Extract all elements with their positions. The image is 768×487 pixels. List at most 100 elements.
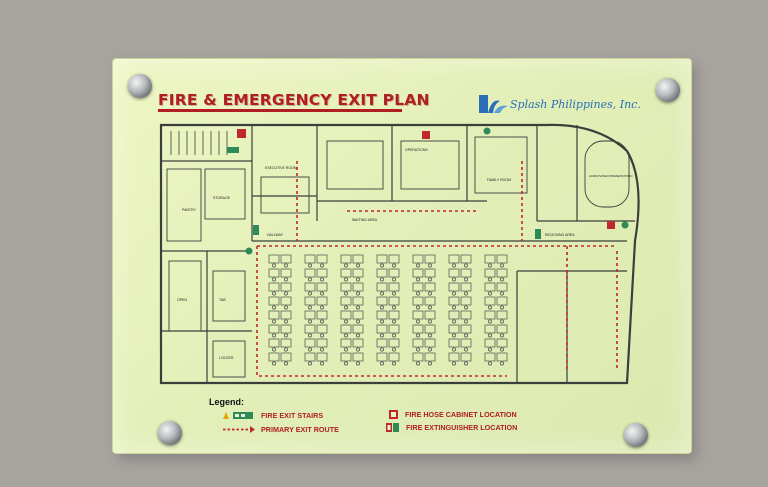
workstation-desk — [376, 310, 388, 320]
workstation-desk — [412, 338, 424, 348]
workstation-desk — [352, 268, 364, 278]
workstation-desk — [448, 352, 460, 362]
rooms — [166, 136, 630, 378]
workstation-chair — [380, 361, 384, 366]
legend-fire-exit-stairs: FIRE EXIT STAIRS — [222, 411, 323, 420]
workstation-chair — [392, 319, 396, 324]
workstation-desk — [268, 352, 280, 362]
workstation-chair — [452, 361, 456, 366]
workstation-desk — [484, 310, 496, 320]
workstation-chair — [284, 333, 288, 338]
room-label: EXECUTIVE ROOM — [265, 166, 297, 170]
legend-label: FIRE EXTINGUISHER LOCATION — [406, 423, 518, 432]
workstation-desk — [376, 268, 388, 278]
workstation-desk — [340, 324, 352, 334]
workstation-desk — [412, 310, 424, 320]
room-label: OPEN — [177, 298, 187, 302]
workstation-chair — [392, 263, 396, 268]
workstation-chair — [284, 305, 288, 310]
workstation-chair — [464, 305, 468, 310]
room-label: TAB — [219, 298, 226, 302]
workstation-desk — [352, 296, 364, 306]
workstation-chair — [464, 361, 468, 366]
workstation-desk — [268, 296, 280, 306]
title-underline — [158, 109, 402, 112]
workstation-chair — [428, 333, 432, 338]
room-label: PANTRY — [182, 208, 197, 212]
workstation-chair — [308, 319, 312, 324]
workstation-chair — [356, 263, 360, 268]
workstation-chair — [500, 263, 504, 268]
fire-equipment-markers — [237, 127, 629, 255]
workstation-chair — [272, 361, 276, 366]
workstation-desk — [496, 338, 508, 348]
workstation-desk — [268, 282, 280, 292]
screw-bottom-right — [624, 423, 648, 447]
workstation-desk — [316, 310, 328, 320]
workstation-desk — [268, 338, 280, 348]
workstation-chair — [464, 347, 468, 352]
workstation-desk — [460, 352, 472, 362]
room-label: AUDIO/VIDEO PRESENTATION — [589, 174, 632, 178]
workstation-chair — [488, 361, 492, 366]
workstation-desk — [484, 352, 496, 362]
workstation-desk — [496, 310, 508, 320]
workstation-chair — [488, 291, 492, 296]
workstation-chair — [428, 305, 432, 310]
workstation-chair — [428, 361, 432, 366]
workstation-chair — [344, 305, 348, 310]
workstation-chair — [464, 263, 468, 268]
workstation-chair — [416, 361, 420, 366]
workstation-chair — [488, 305, 492, 310]
workstation-desk — [352, 282, 364, 292]
workstation-chair — [344, 319, 348, 324]
workstation-chair — [380, 305, 384, 310]
workstation-chair — [500, 333, 504, 338]
workstation-desk — [424, 282, 436, 292]
room-label: HALLWAY — [267, 233, 284, 237]
fire-exit-markers — [227, 147, 541, 239]
workstation-chair — [488, 263, 492, 268]
workstation-chair — [320, 305, 324, 310]
workstation-chair — [344, 361, 348, 366]
workstation-desk — [460, 310, 472, 320]
workstation-desk — [340, 268, 352, 278]
workstation-desk — [352, 310, 364, 320]
room-label: OPERATIONS — [405, 148, 428, 152]
workstation-desk — [460, 296, 472, 306]
workstation-chair — [308, 291, 312, 296]
workstation-chair — [488, 277, 492, 282]
workstation-chair — [284, 361, 288, 366]
workstation-chair — [344, 291, 348, 296]
workstation-desk — [304, 324, 316, 334]
workstation-chair — [272, 263, 276, 268]
fire-exit-stairs-icon — [223, 412, 253, 419]
workstation-desk — [376, 338, 388, 348]
workstation-desk — [376, 324, 388, 334]
workstation-chair — [416, 263, 420, 268]
workstation-desk — [424, 296, 436, 306]
workstation-desk — [448, 268, 460, 278]
workstation-desk — [496, 352, 508, 362]
workstation-chair — [320, 277, 324, 282]
workstation-desk — [424, 310, 436, 320]
workstation-chair — [428, 263, 432, 268]
screw-top-right — [656, 78, 680, 102]
workstation-chair — [308, 263, 312, 268]
room-label: STORAGE — [213, 196, 231, 200]
workstation-desk — [340, 338, 352, 348]
workstation-desk — [316, 268, 328, 278]
workstation-desk — [424, 254, 436, 264]
workstation-chair — [392, 305, 396, 310]
workstation-chair — [344, 277, 348, 282]
workstation-chair — [380, 319, 384, 324]
workstation-chair — [272, 333, 276, 338]
workstation-desk — [280, 352, 292, 362]
workstation-desk — [496, 324, 508, 334]
workstation-desk — [280, 282, 292, 292]
workstation-chair — [284, 347, 288, 352]
workstation-desk — [484, 296, 496, 306]
workstation-desk — [304, 296, 316, 306]
workstation-desk — [424, 268, 436, 278]
